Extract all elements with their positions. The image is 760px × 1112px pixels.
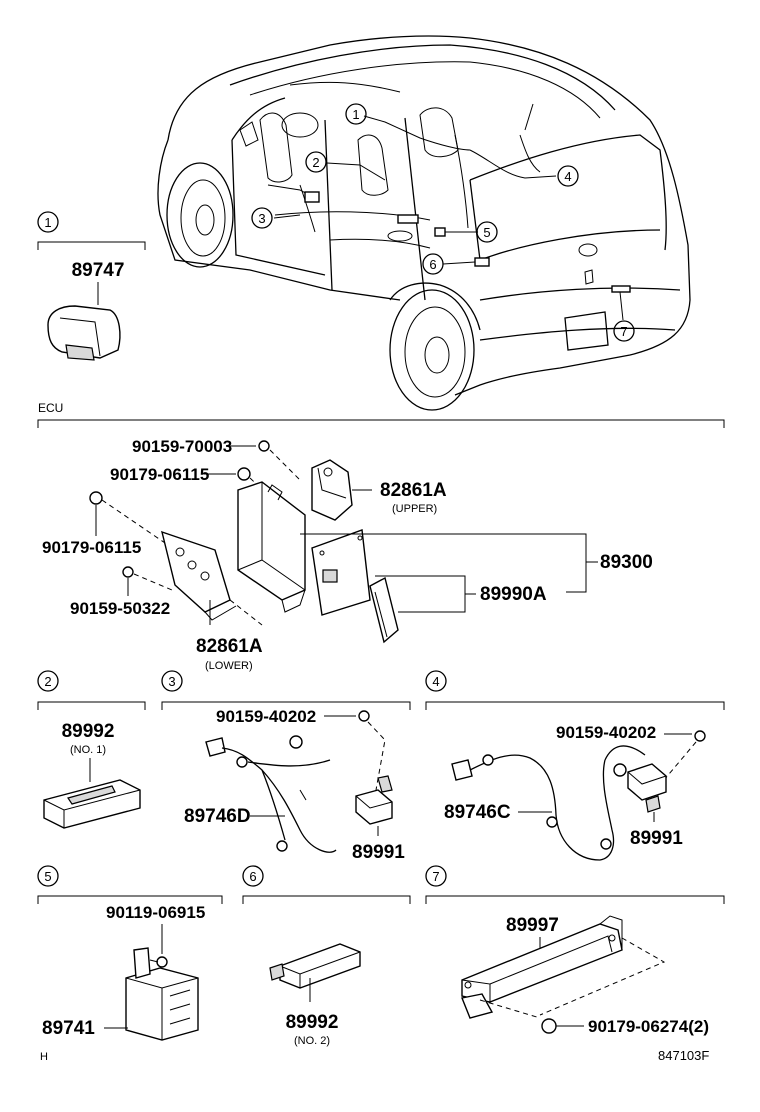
part-90179-06115-a: 90179-06115	[110, 465, 209, 484]
part-82861A-lower: 82861A	[196, 636, 263, 657]
figure-code: 847103F	[658, 1048, 709, 1063]
part-89746D: 89746D	[184, 806, 251, 827]
section-7: 7 89997 90179-06274(2)	[425, 865, 725, 1036]
part-89990A: 89990A	[480, 584, 547, 605]
section-3: 3 90159-40202 89746D 89991	[161, 670, 411, 863]
part-90179-06115-b: 90179-06115	[42, 538, 141, 557]
part-89992-no1: 89992	[62, 721, 115, 742]
ecu-label: ECU	[38, 401, 63, 415]
lower-note: (LOWER)	[205, 660, 253, 672]
section-2-callout: 2	[44, 674, 51, 689]
part-89746C: 89746C	[444, 802, 511, 823]
upper-note: (UPPER)	[392, 503, 437, 515]
section-6: 6 89992 (NO. 2)	[242, 865, 411, 1047]
part-90159-50322: 90159-50322	[70, 599, 170, 618]
car-callout-6: 6	[429, 257, 436, 272]
part-89991-b: 89991	[630, 828, 683, 849]
section-5: 5 90119-06915 89741	[37, 865, 223, 1041]
car-callout-1: 1	[352, 107, 359, 122]
no1-note: (NO. 1)	[70, 744, 106, 756]
car-callout-2: 2	[312, 155, 319, 170]
part-89741: 89741	[42, 1018, 95, 1039]
part-90179-06274: 90179-06274(2)	[588, 1017, 709, 1036]
section-1-callout: 1	[44, 215, 51, 230]
no2-note: (NO. 2)	[294, 1035, 330, 1047]
part-90159-70003: 90159-70003	[132, 437, 232, 456]
section-3-callout: 3	[168, 674, 175, 689]
car-callout-7: 7	[620, 324, 627, 339]
part-89300: 89300	[600, 552, 653, 573]
part-89747: 89747	[72, 260, 125, 281]
section-2: 2 89992 (NO. 1)	[37, 670, 146, 829]
car-illustration: 1 2 3 4 5 6 7	[157, 35, 691, 411]
car-callout-5: 5	[483, 225, 490, 240]
part-89992-no2: 89992	[286, 1012, 339, 1033]
part-82861A-upper: 82861A	[380, 480, 447, 501]
section-7-callout: 7	[432, 869, 439, 884]
part-90159-40202-a: 90159-40202	[216, 707, 316, 726]
part-89997: 89997	[506, 915, 559, 936]
part-89991-a: 89991	[352, 842, 405, 863]
part-90159-40202-b: 90159-40202	[556, 723, 656, 742]
car-callout-4: 4	[564, 169, 571, 184]
car-callout-3: 3	[258, 211, 265, 226]
section-4: 4 90159-40202 89746C 89991	[425, 670, 725, 861]
section-4-callout: 4	[432, 674, 439, 689]
section-5-callout: 5	[44, 869, 51, 884]
corner-mark: H	[40, 1051, 48, 1063]
section-ecu: ECU 90159-70003 90179-06115 90179-06115 …	[37, 401, 725, 672]
part-90119-06915: 90119-06915	[106, 903, 205, 922]
section-6-callout: 6	[249, 869, 256, 884]
section-1: 1 89747	[37, 211, 146, 361]
